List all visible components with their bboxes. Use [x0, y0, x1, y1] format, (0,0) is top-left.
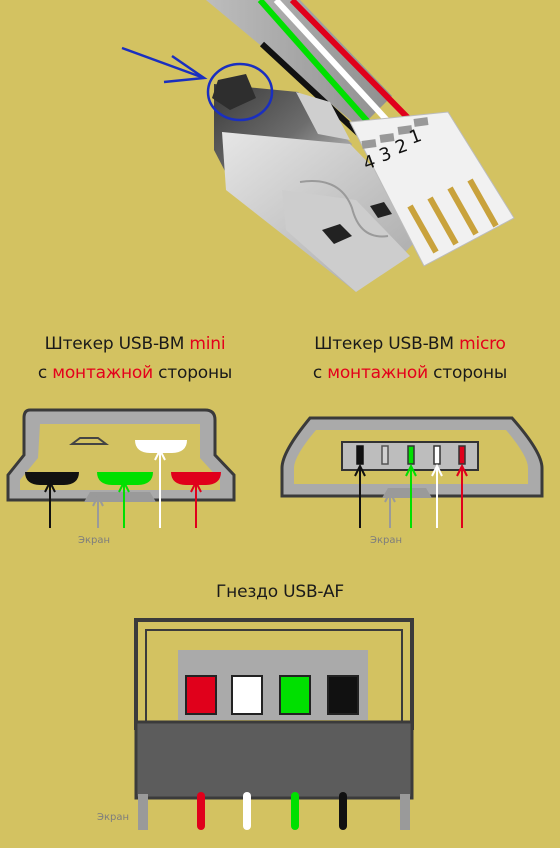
annotation-circle [206, 62, 274, 122]
socket-screen-leg-left [138, 794, 148, 830]
mini-plug-title: Штекер USB-BM mini с монтажной стороны [37, 334, 233, 383]
socket-screen-label: Экран [97, 812, 130, 823]
socket-pin-red [185, 675, 217, 715]
socket-screen-leg-right [400, 794, 410, 830]
mini-b-plug-diagram [6, 408, 236, 528]
micro-screen-label: Экран [370, 535, 403, 546]
mini-key-slot [69, 437, 109, 445]
latch-tab [212, 74, 256, 110]
socket-body [134, 720, 414, 800]
wire-red [289, 0, 413, 123]
micro-contact-red [458, 445, 466, 465]
micro-plug-title: Штекер USB-BM micro с монтажной стороны [312, 334, 508, 383]
mini-screen-tab [84, 492, 156, 502]
contact-pin-2 [447, 186, 479, 236]
annotation-arrow [121, 46, 205, 80]
micro-contact-green [407, 445, 415, 465]
micro-contact-white [433, 445, 441, 465]
mini-contact-white [135, 439, 187, 453]
micro-contact-grey [381, 445, 389, 465]
mini-screen-label: Экран [78, 535, 111, 546]
wire-green [257, 0, 387, 142]
solder-pad-2 [397, 125, 413, 135]
solder-pad-3 [379, 133, 395, 143]
solder-pad-1 [413, 117, 429, 127]
socket-af-title: Гнездо USB-AF [215, 582, 344, 602]
socket-pin-white [231, 675, 263, 715]
contact-pin-1 [467, 178, 499, 228]
usb-af-socket-diagram [134, 618, 414, 830]
mini-contact-black [25, 471, 79, 485]
mini-contact-green [97, 471, 153, 485]
socket-pin-green [279, 675, 311, 715]
wire-white [273, 0, 399, 133]
contact-pin-3 [427, 196, 459, 246]
contact-pin-4 [407, 204, 439, 254]
micro-b-plug-diagram [280, 416, 544, 528]
micro-contact-black [356, 445, 364, 465]
solder-pad-4 [361, 139, 377, 149]
socket-pin-black [327, 675, 359, 715]
usb-a-plug-illustration: 4 3 2 1 [121, 0, 515, 292]
micro-screen-tab [382, 488, 432, 498]
